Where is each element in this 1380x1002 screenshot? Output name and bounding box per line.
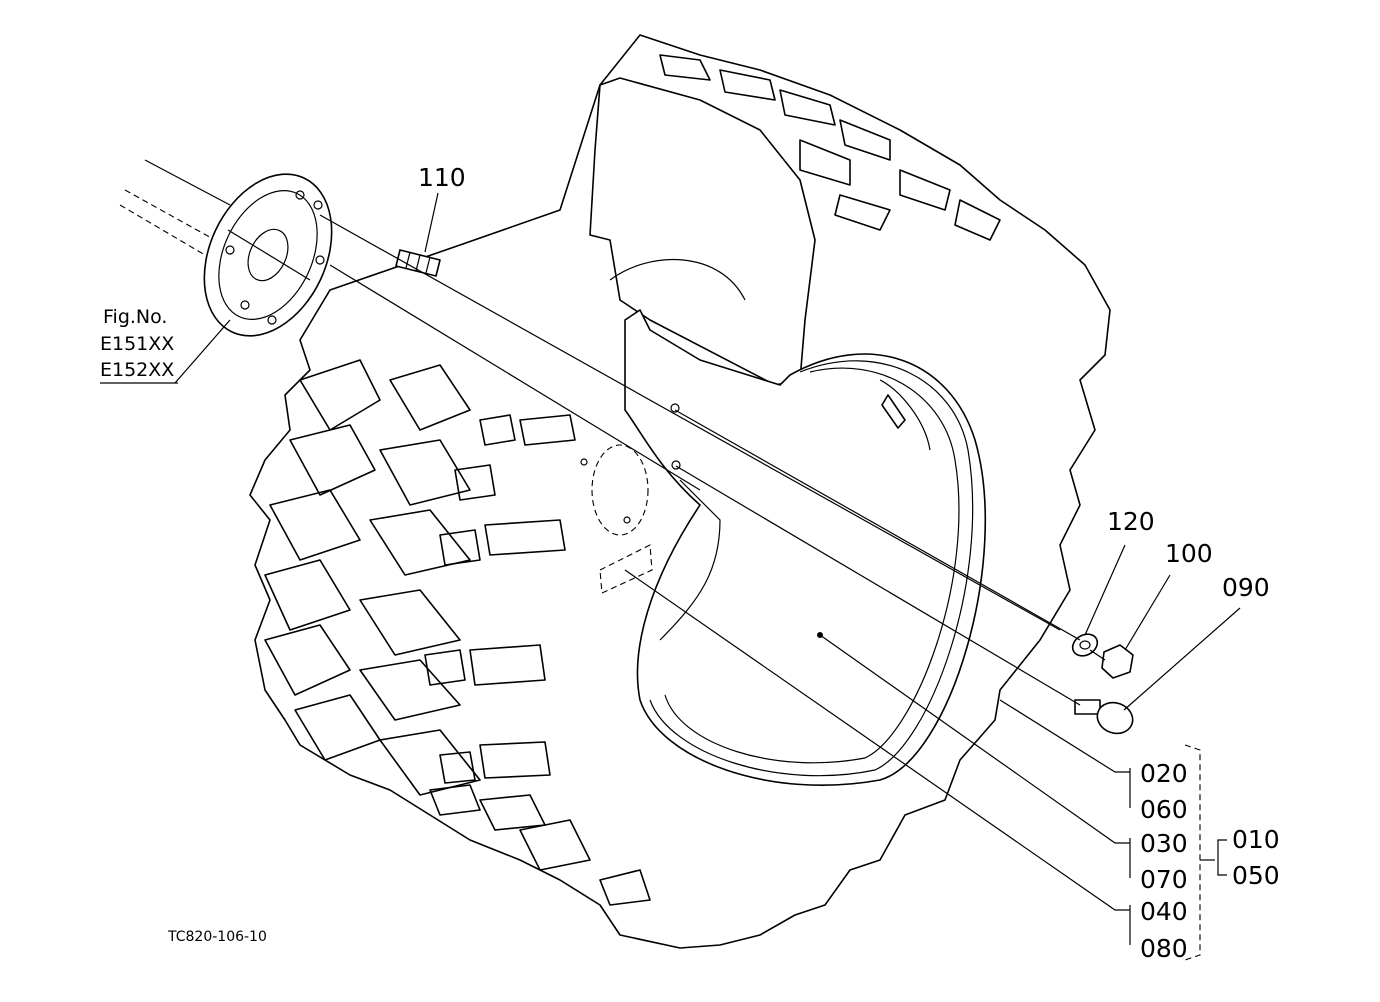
label-040: 040 [1140, 897, 1188, 926]
drawing-code: TC820-106-10 [167, 929, 267, 945]
label-080: 080 [1140, 934, 1188, 963]
label-030: 030 [1140, 829, 1188, 858]
bolt-090 [1074, 607, 1241, 735]
label-050: 050 [1232, 861, 1280, 890]
fig-ref-title: Fig.No. [103, 306, 167, 328]
stud-bolt-110 [395, 192, 441, 277]
label-090: 090 [1222, 573, 1270, 602]
axle-center-lines [119, 159, 231, 256]
label-120: 120 [1107, 507, 1155, 536]
wheel-rim [580, 309, 987, 786]
washer-120 [1071, 544, 1126, 657]
label-020: 020 [1140, 759, 1188, 788]
exploded-alignment-lines [319, 214, 1106, 706]
hub-flange [203, 173, 333, 337]
label-060: 060 [1140, 795, 1188, 824]
fig-ref-number-2: E152XX [100, 359, 174, 381]
label-100: 100 [1165, 539, 1213, 568]
nut-100 [1101, 574, 1171, 679]
label-110: 110 [418, 163, 466, 192]
fig-ref-number-1: E151XX [100, 333, 174, 355]
label-070: 070 [1140, 865, 1188, 894]
leader-lines [624, 569, 1227, 961]
label-010: 010 [1232, 825, 1280, 854]
